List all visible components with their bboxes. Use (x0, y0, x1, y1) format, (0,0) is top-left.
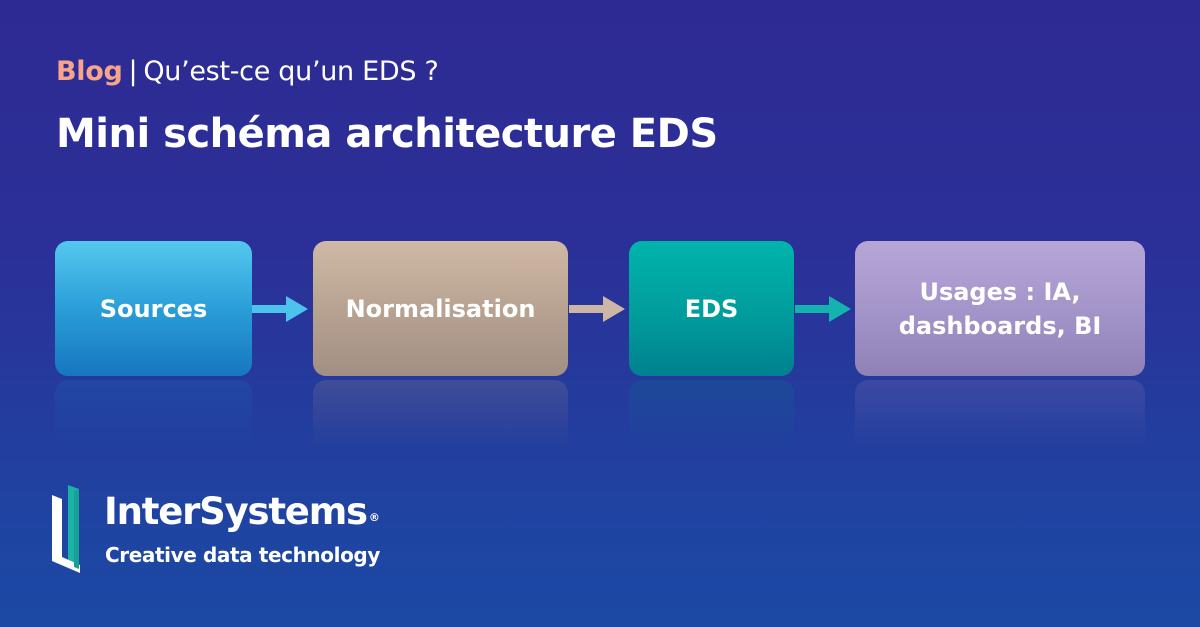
node-label: EDS (684, 294, 739, 323)
node-usages: Usages : IA, dashboards, BI (855, 241, 1145, 376)
kicker: Blog|Qu’est-ce qu’un EDS ? (56, 52, 718, 92)
node-eds: EDS (629, 241, 794, 376)
node-reflection-usages (855, 380, 1145, 450)
blog-label[interactable]: Blog (56, 56, 123, 87)
node-sources: Sources (55, 241, 252, 376)
arrow-right-icon (795, 296, 851, 322)
page-title: Mini schéma architecture EDS (56, 111, 718, 157)
arrow-right-icon (252, 296, 308, 322)
header: Blog|Qu’est-ce qu’un EDS ? Mini schéma a… (56, 52, 718, 158)
node-label: Normalisation (345, 294, 536, 323)
node-reflection-normalisation (313, 380, 568, 450)
node-reflection-eds (629, 380, 794, 450)
arrow-right-icon (569, 296, 625, 322)
brand-tagline: Creative data technology (105, 543, 380, 567)
brand-name-text: InterSystems (104, 490, 368, 533)
separator: | (128, 56, 138, 87)
registered-mark: ® (368, 511, 380, 524)
article-subtitle: Qu’est-ce qu’un EDS ? (143, 56, 439, 87)
brand-name: InterSystems® (104, 490, 380, 534)
intersystems-logo-icon (52, 485, 80, 573)
node-label: Usages : IA, dashboards, BI (898, 277, 1102, 340)
node-reflection-sources (55, 380, 252, 450)
node-label: Sources (99, 294, 208, 323)
node-normalisation: Normalisation (313, 241, 568, 376)
